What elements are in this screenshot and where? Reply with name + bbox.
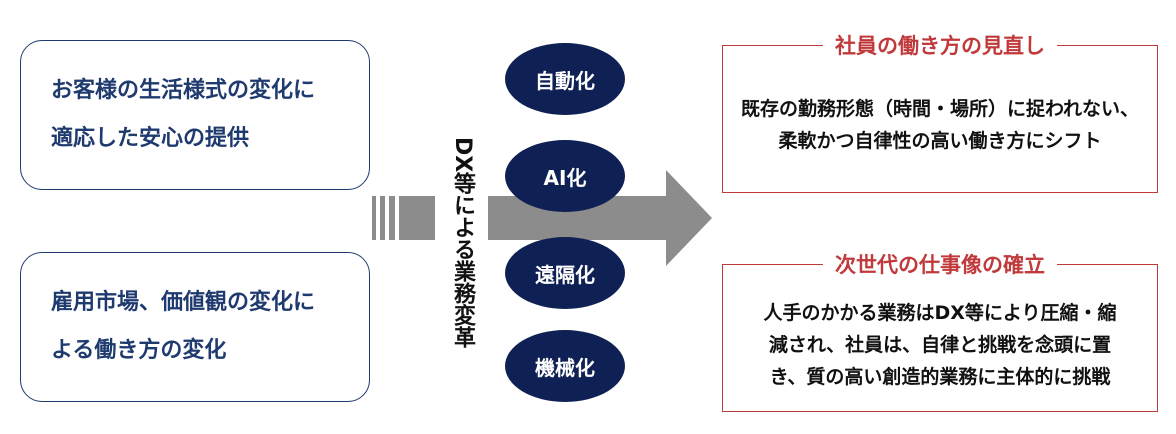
- transformation-label: DX等による業務変革: [440, 118, 484, 368]
- driver-box-employment: 雇用市場、価値観の変化に よる働き方の変化: [20, 252, 370, 402]
- method-automation: 自動化: [505, 43, 625, 115]
- driver-line: 適応した安心の提供: [51, 126, 250, 151]
- outcome-text: 既存の勤務形態（時間・場所）に捉われない、 柔軟かつ自律性の高い働き方にシフト: [723, 93, 1157, 157]
- arrow-stripe: [372, 196, 376, 240]
- outcome-title: 次世代の仕事像の確立: [823, 250, 1057, 280]
- outcome-title: 社員の働き方の見直し: [823, 31, 1057, 61]
- outcome-text: 人手のかかる業務はDX等により圧縮・縮 減され、社員は、自律と挑戦を念頭に置 き…: [723, 297, 1157, 393]
- outcome-box-workstyle: 社員の働き方の見直し 既存の勤務形態（時間・場所）に捉われない、 柔軟かつ自律性…: [722, 31, 1158, 193]
- driver-line: お客様の生活様式の変化に: [51, 78, 316, 103]
- outcome-line: 柔軟かつ自律性の高い働き方にシフト: [778, 130, 1102, 152]
- method-remote: 遠隔化: [505, 237, 625, 309]
- arrow-head: [666, 170, 712, 266]
- outcome-line: 人手のかかる業務はDX等により圧縮・縮: [763, 302, 1117, 324]
- driver-line: よる働き方の変化: [51, 338, 227, 363]
- method-ai: AI化: [505, 140, 625, 212]
- outcome-line: 減され、社員は、自律と挑戦を念頭に置: [768, 334, 1112, 356]
- outcome-line: 既存の勤務形態（時間・場所）に捉われない、: [740, 98, 1140, 120]
- arrow-stripe: [389, 196, 395, 240]
- outcome-box-next-gen-work: 次世代の仕事像の確立 人手のかかる業務はDX等により圧縮・縮 減され、社員は、自…: [722, 250, 1158, 412]
- arrow-stripe: [380, 196, 385, 240]
- arrow-shaft-tail: [399, 196, 435, 240]
- outcome-line: き、質の高い創造的業務に主体的に挑戦: [769, 366, 1111, 388]
- driver-box-customer: お客様の生活様式の変化に 適応した安心の提供: [20, 40, 370, 190]
- driver-line: 雇用市場、価値観の変化に: [51, 290, 316, 315]
- method-mechanization: 機械化: [505, 330, 625, 402]
